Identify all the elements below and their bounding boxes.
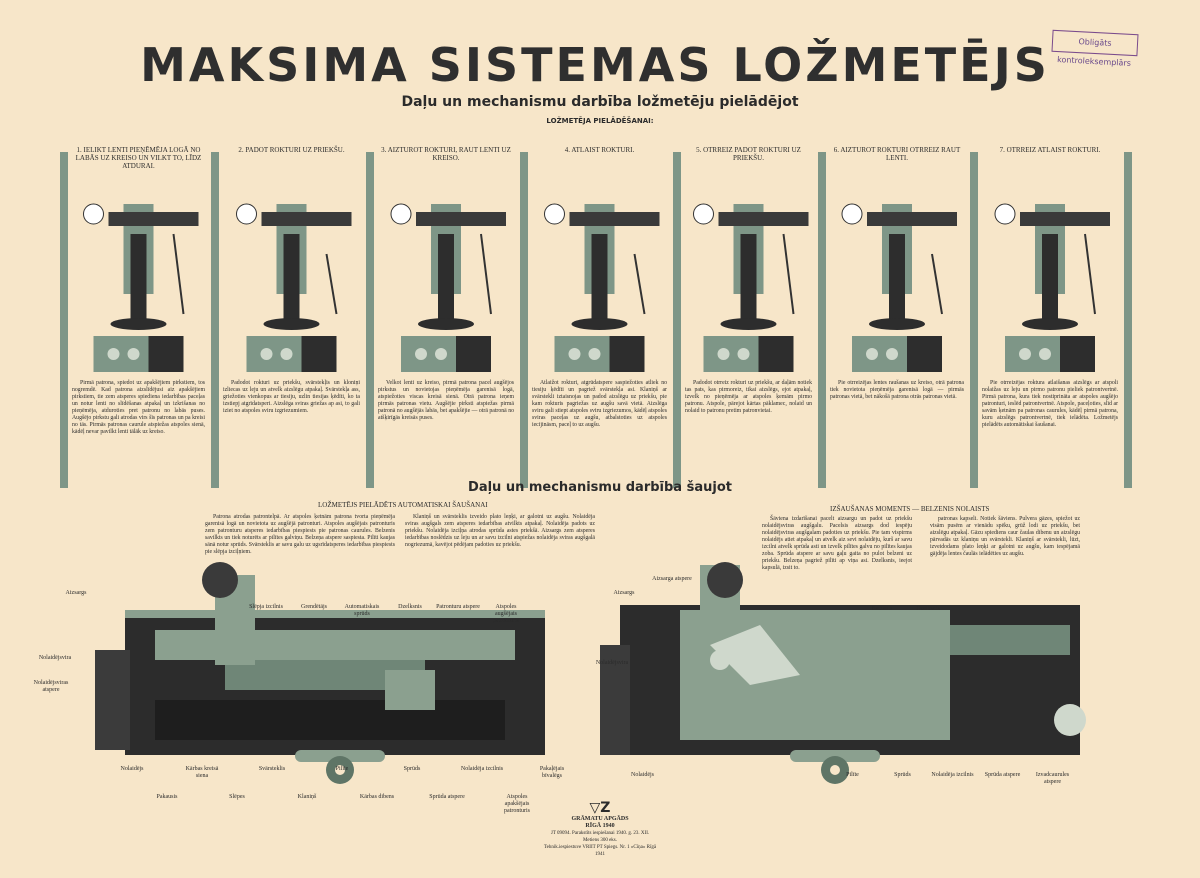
part-label: Aizsargs <box>613 590 635 596</box>
feed-block-detail <box>401 336 491 372</box>
gun-cross-section-firing <box>600 562 1086 784</box>
column-divider <box>520 152 528 488</box>
gun-loading-illustration <box>390 203 506 330</box>
right-paragraph-2: patronas kapseli. Notiek šāviens. Pulver… <box>930 516 1080 557</box>
part-label: Aizsargs <box>65 590 87 596</box>
part-label: Pilīte <box>335 766 349 772</box>
part-label: Nolaidēja izcilnis <box>931 772 974 778</box>
part-label: Slēpja izcilnis <box>249 604 283 610</box>
loading-step-3: 3. Aizturot rokturi, raut lenti uz kreis… <box>378 146 514 422</box>
imprint-line: 1941 <box>595 852 605 857</box>
part-label: Svārsteklis <box>258 766 286 772</box>
loading-step-4: 4. Atlaist rokturi. Atlaižot rokturi, at… <box>532 146 667 429</box>
publisher-footer: ▽Z GRĀMATU APGĀDS RĪGĀ 1940 JT 09094. Pa… <box>540 800 660 858</box>
step-description: Pie otrreizējas lentes raušanas uz kreis… <box>830 380 964 400</box>
feed-block-detail <box>1005 336 1095 372</box>
left-paragraph-2: Klaniņš un svārsteklis izveido plato leņ… <box>405 514 595 548</box>
firing-section-title: Daļu un mechanismu darbība šaujot <box>468 480 732 495</box>
part-label: Aizsarga atspere <box>652 576 692 582</box>
page-title: MAKSIMA SISTEMAS LOŽMETĒJS <box>140 38 1050 92</box>
part-label: Dzelksnis <box>916 606 940 612</box>
part-label: Pakausis <box>156 794 178 800</box>
part-label: Nolaidējs <box>120 766 144 772</box>
imprint-line: Metiens 300 eks. <box>582 838 618 843</box>
part-label: Atspoles apakšējais patronturis <box>504 794 530 814</box>
loading-step-7: 7. Otrreiz atlaist rokturi. Pie otrreizē… <box>982 146 1118 429</box>
feed-block-detail <box>554 336 645 372</box>
column-divider <box>366 152 374 488</box>
right-paragraph-1: Šāviena izdarīšanai pacelt aizsargu un p… <box>762 516 912 571</box>
step-title: 5. Otrreiz padot rokturi uz priekšu. <box>696 146 801 162</box>
step-title: 4. Atlaist rokturi. <box>564 146 635 154</box>
left-paragraph-1: Patrona atrodas patrontelpā. Ar atspoles… <box>205 514 395 555</box>
part-label: Nolaidēja izcilnis <box>460 766 504 772</box>
part-label: Automatiskais sprūds <box>344 604 380 617</box>
step-title: 6. Aizturot rokturi otrreiz raut lenti. <box>833 146 961 162</box>
part-label: Slēpes <box>229 794 245 800</box>
imprint-line: Tehnik.iespiestuve VRIIT PT Spiegs. Nr. … <box>543 845 657 850</box>
step-description: Velkot lenti uz kreiso, pirmā patrona pa… <box>378 380 514 421</box>
part-label: Sprūds <box>894 772 911 778</box>
gun-cross-section-loaded <box>95 562 545 784</box>
gun-loading-illustration <box>83 203 199 330</box>
gun-loading-illustration <box>544 203 660 330</box>
part-label: Kārbas dibens <box>359 794 395 800</box>
part-label: Nolaidējsvira <box>38 655 72 661</box>
step-description: Pie otrreizējas roktura atlaišanas aizsl… <box>982 380 1118 428</box>
part-label: Belzenis <box>871 606 893 612</box>
step-title: 2. Padot rokturi uz priekšu. <box>238 146 345 154</box>
part-label: Pilīte <box>846 772 859 778</box>
feed-block-detail <box>93 336 184 372</box>
loading-step-6: 6. Aizturot rokturi otrreiz raut lenti. … <box>830 146 964 401</box>
column-divider <box>673 152 681 488</box>
part-label: Nolaidējs <box>631 772 654 778</box>
part-label: Sprūds <box>403 766 421 772</box>
part-label: Nolaidējsviras atspere <box>33 680 69 693</box>
publisher-place-year: RĪGĀ 1940 <box>585 823 615 829</box>
part-label: Grendētājs <box>301 604 327 610</box>
feed-block-detail <box>703 336 794 372</box>
part-label: Sprūda atspere <box>429 794 465 800</box>
part-label: Nolaidējsvira <box>595 660 629 666</box>
step-description: Padodot rokturi uz priekšu, svārstekļis … <box>223 380 360 414</box>
imprint-line: JT 09094. Parakstīts iespiešanai 1940. g… <box>550 831 650 836</box>
step-description: Pirmā patrona, spiedot uz apakšējiem pir… <box>72 380 205 435</box>
publisher-name: GRĀMATU APGĀDS <box>571 816 629 822</box>
loading-step-1: 1. Ielikt lenti pieņēmēja logā no labās … <box>72 146 205 436</box>
step-description: Atlaižot rokturi, atgrūdatspere saspiežo… <box>532 380 667 428</box>
part-label: Kārbas kreisā siena <box>185 766 219 779</box>
gun-loading-illustration <box>236 203 352 330</box>
gun-loading-illustration <box>693 203 809 330</box>
left-diagram-header: LOŽMETĒJS PIELĀDĒTS AUTOMATISKAI ŠAUŠANA… <box>318 501 488 509</box>
part-label: Dzelksnis <box>398 604 422 610</box>
step-title: 1. Ielikt lenti pieņēmēja logā no labās … <box>75 146 202 170</box>
loading-step-2: 2. Padot rokturi uz priekšu. Padodot rok… <box>223 146 360 415</box>
loading-header: LOŽMETĒJA PIELĀDĒŠANAI: <box>546 117 654 125</box>
column-divider <box>211 152 219 488</box>
part-label: Klaniņš <box>297 794 317 800</box>
part-label: Patronturu atspere <box>436 604 480 610</box>
step-title: 7. Otrreiz atlaist rokturi. <box>999 146 1101 154</box>
feed-block-detail <box>852 336 942 372</box>
loading-step-5: 5. Otrreiz padot rokturi uz priekšu. Pad… <box>685 146 812 415</box>
right-diagram-header: IZŠAUŠANAS MOMENTS — BELZENIS NOLAISTS <box>830 505 990 513</box>
column-divider <box>818 152 826 488</box>
publisher-logo-icon: ▽Z <box>589 800 611 816</box>
step-description: Padodot otrreiz rokturi uz priekšu, ar d… <box>685 380 812 414</box>
subtitle: Daļu un mechanismu darbība ložmetēju pie… <box>401 94 799 110</box>
part-label: Izvadcaurules atspere <box>1035 772 1070 785</box>
column-divider <box>1124 152 1132 488</box>
part-label: Atspoles augšējais patronturis <box>493 604 519 624</box>
gun-loading-illustration <box>841 203 957 330</box>
part-label: Pakaļējais bīvalēgs <box>539 766 565 779</box>
column-divider <box>60 152 68 488</box>
gun-loading-illustration <box>994 203 1110 330</box>
column-divider <box>970 152 978 488</box>
feed-block-detail <box>246 336 337 372</box>
part-label: Sprūda atspere <box>984 772 1021 778</box>
step-title: 3. Aizturot rokturi, raut lenti uz kreis… <box>381 146 511 162</box>
